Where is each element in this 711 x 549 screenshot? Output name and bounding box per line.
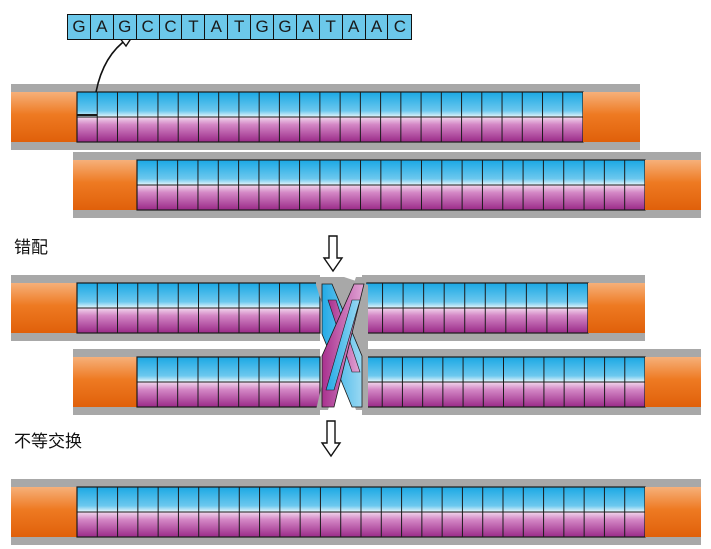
crossover-strands bbox=[316, 277, 368, 410]
sequence-letter: A bbox=[91, 15, 114, 39]
sequence-letter: T bbox=[320, 15, 343, 39]
mispairing-label: 错配 bbox=[14, 238, 48, 258]
sequence-letter: C bbox=[393, 17, 407, 36]
repeat-region bbox=[76, 91, 584, 143]
orange-end-segment bbox=[588, 283, 645, 333]
sequence-letter: A bbox=[205, 15, 229, 39]
orange-end-segment bbox=[645, 487, 701, 537]
repeat-region bbox=[361, 356, 646, 408]
repeat-region bbox=[136, 356, 321, 408]
orange-end-segment bbox=[583, 92, 640, 142]
down-arrow-icon bbox=[322, 235, 344, 273]
sequence-letter: C bbox=[160, 15, 183, 39]
sequence-letter: A bbox=[343, 15, 366, 39]
sequence-letter: G bbox=[274, 15, 297, 39]
chromosome-b bbox=[73, 152, 701, 218]
chromosome-a bbox=[11, 84, 640, 150]
orange-end-segment bbox=[73, 357, 137, 407]
mispaired-chromosome-a-left bbox=[11, 275, 321, 341]
recombinant-chromosome bbox=[11, 479, 701, 545]
repeat-region bbox=[361, 282, 589, 334]
sequence-letter: G bbox=[251, 15, 275, 39]
sequence-letter: G bbox=[68, 15, 91, 39]
orange-end-segment bbox=[645, 357, 701, 407]
sequence-letter: T bbox=[182, 15, 206, 39]
mispaired-chromosome-a-right bbox=[361, 275, 645, 341]
orange-end-segment bbox=[73, 160, 137, 210]
sequence-letter: C bbox=[137, 15, 160, 39]
unequal-crossover-label: 不等交换 bbox=[14, 432, 82, 452]
repeat-region bbox=[76, 282, 321, 334]
orange-end-segment bbox=[11, 487, 77, 537]
chromosome-bars bbox=[11, 84, 701, 545]
orange-end-segment bbox=[11, 92, 77, 142]
sequence-letter: G bbox=[114, 15, 137, 39]
orange-end-segment bbox=[645, 160, 701, 210]
mispaired-chromosome-b-left bbox=[73, 349, 321, 415]
repeat-region bbox=[76, 486, 646, 538]
down-arrow-icon bbox=[320, 420, 342, 458]
repeat-region bbox=[136, 159, 646, 211]
sequence-letter: T bbox=[228, 15, 252, 39]
mispaired-chromosome-b-right bbox=[361, 349, 701, 415]
sequence-letter: A bbox=[366, 15, 389, 39]
sequence-letter: A bbox=[297, 15, 320, 39]
orange-end-segment bbox=[11, 283, 77, 333]
